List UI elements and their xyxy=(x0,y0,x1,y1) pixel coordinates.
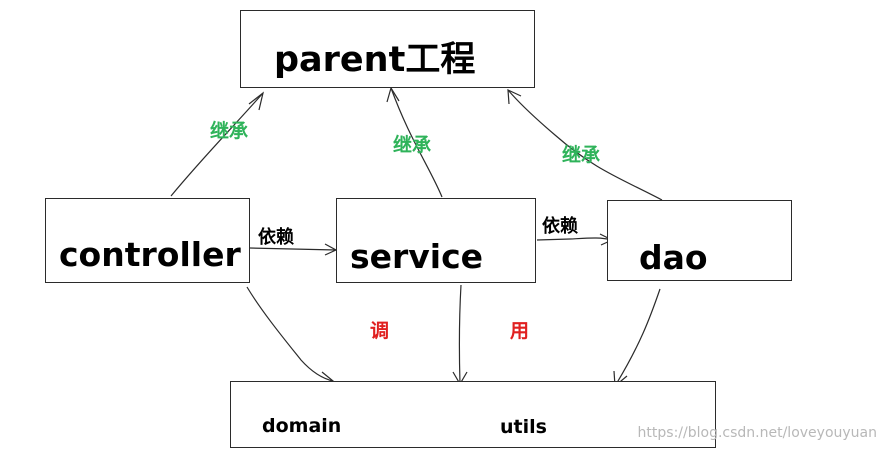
arrowhead-dao-parent xyxy=(507,89,522,105)
controller-node: controller xyxy=(45,198,250,283)
inherit-label-service: 继承 xyxy=(393,134,432,156)
inherit-label-controller: 继承 xyxy=(210,120,249,142)
depend-arrow-controller-service xyxy=(249,247,337,251)
controller-label: controller xyxy=(59,235,241,274)
arrowhead-service-parent xyxy=(386,86,400,103)
use-arrow-controller-domain xyxy=(246,286,334,382)
parent-label: parent工程 xyxy=(274,40,476,80)
call-label-right: 用 xyxy=(510,320,530,342)
depend-label-controller-service: 依赖 xyxy=(258,227,294,248)
dao-label: dao xyxy=(639,238,708,277)
utils-label: utils xyxy=(500,416,547,438)
service-label: service xyxy=(350,237,484,276)
parent-node: parent工程 xyxy=(240,10,535,88)
inherit-arrow-service xyxy=(390,87,443,198)
depend-arrow-service-dao xyxy=(536,237,613,241)
dao-node: dao xyxy=(607,200,792,281)
use-arrow-service-utils xyxy=(458,284,462,385)
arrowhead-controller-parent xyxy=(248,91,264,111)
inherit-arrow-controller xyxy=(170,92,264,197)
domain-utils-node: domain utils xyxy=(230,381,716,448)
watermark-text: https://blog.csdn.net/loveyouyuan xyxy=(637,425,877,441)
service-node: service xyxy=(336,198,536,283)
inherit-arrow-dao xyxy=(507,89,663,201)
inherit-label-dao: 继承 xyxy=(562,144,601,166)
use-arrow-dao-utils xyxy=(614,288,661,387)
depend-label-service-dao: 依赖 xyxy=(542,216,578,237)
call-label-left: 调 xyxy=(370,320,390,342)
domain-label: domain xyxy=(262,415,342,437)
